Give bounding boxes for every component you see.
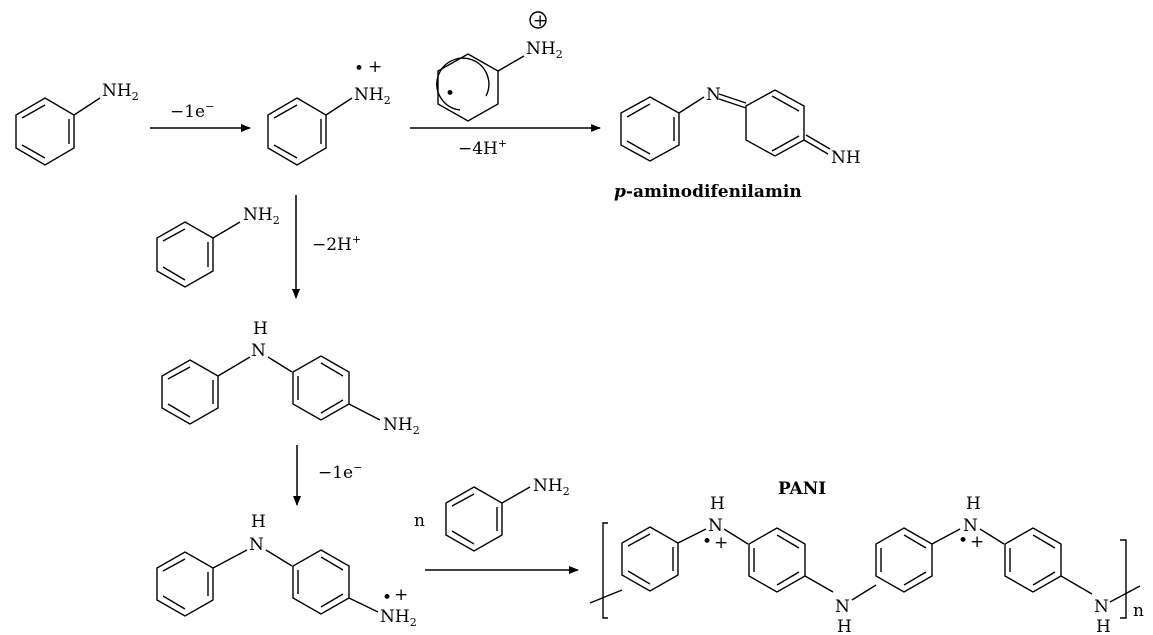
svg-text:NH2: NH2 xyxy=(354,85,391,107)
second-oxidation-condition: −1e− xyxy=(318,461,362,483)
aniline-reagent-2: NH2 xyxy=(156,205,280,288)
p-aminodifenilamin-molecule: N NH xyxy=(620,85,861,168)
svg-text:H: H xyxy=(837,617,852,635)
svg-text:N: N xyxy=(835,597,850,617)
svg-text:NH2: NH2 xyxy=(526,39,563,61)
svg-text:+: + xyxy=(368,57,382,77)
svg-text:N: N xyxy=(1094,597,1109,617)
svg-text:N: N xyxy=(249,535,264,555)
svg-text:n: n xyxy=(1133,601,1144,621)
svg-text:•: • xyxy=(445,84,455,104)
svg-text:N: N xyxy=(963,516,978,536)
svg-text:H: H xyxy=(253,319,268,339)
aniline-molecule: NH2 xyxy=(15,81,139,166)
svg-text:•: • xyxy=(354,59,364,79)
aniline-reagent-n: NH2 xyxy=(445,476,570,552)
svg-text:N: N xyxy=(251,341,266,361)
anilinium-radical-cation: NH2 • + xyxy=(267,57,391,166)
svg-text:NH2: NH2 xyxy=(533,476,570,498)
pani-polymer: H N • + N H H N • + N H n xyxy=(589,494,1144,635)
svg-text:•: • xyxy=(958,531,968,551)
product-label: p-aminodifenilamin xyxy=(614,182,802,202)
svg-text:+: + xyxy=(394,585,408,605)
svg-text:NH2: NH2 xyxy=(243,205,280,227)
coupling-condition: −4H+ xyxy=(458,137,507,159)
svg-text:H: H xyxy=(710,494,725,514)
svg-text:N: N xyxy=(708,516,723,536)
svg-text:NH: NH xyxy=(831,148,861,168)
svg-text:•: • xyxy=(702,532,712,552)
svg-text:NH2: NH2 xyxy=(102,81,139,103)
svg-text:H: H xyxy=(1096,617,1111,635)
svg-text:+: + xyxy=(533,11,547,31)
svg-text:+: + xyxy=(970,532,984,552)
svg-text:+: + xyxy=(714,533,728,553)
svg-text:NH2: NH2 xyxy=(383,415,420,437)
svg-text:H: H xyxy=(251,512,266,532)
dimerization-condition: −2H+ xyxy=(312,233,361,255)
svg-text:NH2: NH2 xyxy=(380,607,417,629)
oxidation-condition: −1e− xyxy=(170,100,214,122)
svg-text:H: H xyxy=(966,494,981,514)
coupling-reagent: • NH2 + xyxy=(436,11,563,122)
pani-label: PANI xyxy=(778,479,826,499)
svg-text:N: N xyxy=(706,85,721,105)
svg-text:•: • xyxy=(382,588,392,608)
dimer-radical-cation: H N NH2 • + xyxy=(156,512,417,629)
stoichiometric-n: n xyxy=(414,511,425,531)
aminodiphenylamine-molecule: H N NH2 xyxy=(161,319,420,437)
